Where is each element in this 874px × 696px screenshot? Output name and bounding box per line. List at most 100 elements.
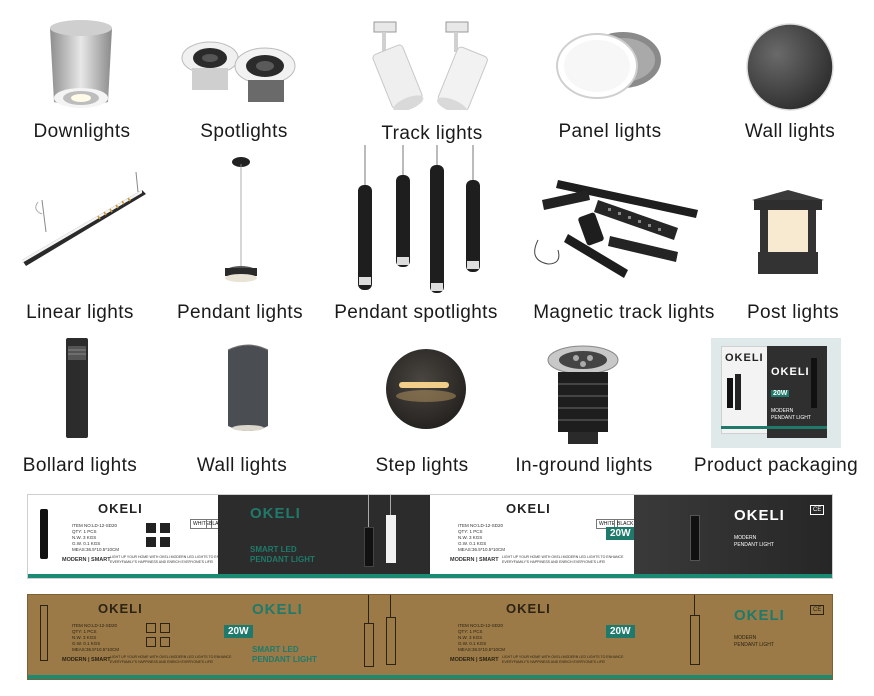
kraft-panel-front-2: OKELI ITEM NO:LD-12-SD20 QTY: 1 PCS N.W.… [430,595,635,679]
product-label: Linear lights [26,302,134,323]
product-label: Spotlights [200,121,288,142]
kraft-brand-side: OKELI [252,601,303,618]
product-label: Bollard lights [22,455,138,476]
pendant-spotlight-icon [358,145,480,293]
kraft-wattage: 20W [224,625,253,638]
kraft-pendant-light: PENDANT LIGHT [252,655,317,664]
kraft-nw-2: N.W. 3 KGS [458,635,483,640]
kraft-meas: MEAS:36.5*10.5*10CM [72,647,120,652]
strip-brand-dark-2: OKELI [734,507,785,524]
kraft-green-line [28,675,832,679]
product-label: Product packaging [693,455,859,476]
packaging-subtitle: PENDANT LIGHT [771,415,811,421]
product-label: Step lights [375,455,469,476]
kraft-qty: QTY: 1 PCS [72,629,97,634]
strip-nw-2: N.W. 3 KGS [458,535,483,540]
box-panel-front-2: OKELI ITEM NO:LD-12-SD20 QTY: 1 PCS N.W.… [430,495,637,578]
strip-item-no-2: ITEM NO:LD-12-SD20 [458,523,504,528]
strip-desc-2: EVERYFAMILY'S HAPPINESS AND ENRICH EVERY… [110,560,214,564]
box-panel-dark: OKELI SMART LED PENDANT LIGHT [218,495,430,578]
kraft-item-no-2: ITEM NO:LD-12-SD20 [458,623,504,628]
kraft-desc-2a: LIGHT UP YOUR HOME WITH OKELI MODERN LED… [502,655,624,659]
product-label: Magnetic track lights [533,302,715,323]
strip-tagline: MODERN | SMART [62,557,111,563]
product-label: In-ground lights [515,455,653,476]
strip-green-line [28,574,832,578]
strip-desc-1: LIGHT UP YOUR HOME WITH OKELI MODERN LED… [110,555,232,559]
strip-smart-led: SMART LED [250,545,297,554]
wall-light-icon [227,344,269,431]
strip-tagline-2: MODERN | SMART [450,557,499,563]
strip-pendant-light: PENDANT LIGHT [250,555,315,564]
kraft-pendant: PENDANT LIGHT [734,642,774,648]
product-label: Downlights [33,121,131,142]
strip-pendant: PENDANT LIGHT [734,542,774,548]
strip-qty-2: QTY: 1 PCS [458,529,483,534]
kraft-tagline-2: MODERN | SMART [450,657,499,663]
packaging-title: MODERN [771,408,794,414]
strip-gw-2: G.W. 0.1 KGS [458,541,487,546]
strip-brand: OKELI [98,501,143,516]
linear-light-icon [22,171,146,266]
kraft-gw-2: G.W. 0.1 KGS [458,641,487,646]
packaging-brand-dark: OKELI [771,366,810,378]
post-light-icon [752,190,824,274]
kraft-tagline: MODERN | SMART [62,657,111,663]
box-strip-white: OKELI ITEM NO:LD-12-SD20 QTY: 1 PCS N.W.… [27,494,833,579]
kraft-brand-2: OKELI [506,601,551,616]
kraft-panel-side-2: OKELI MODERN PENDANT LIGHT CE [634,595,832,679]
track-light-icon [372,21,488,110]
strip-item-no: ITEM NO:LD-12-SD20 [72,523,118,528]
option-white: WHITE [190,519,213,529]
box-panel-side: WHITE BLACK 20W [178,495,251,578]
product-label: Track lights [381,123,483,144]
packaging-brand: OKELI [725,352,764,364]
kraft-brand: OKELI [98,601,143,616]
packaging-icon: OKELI OKELI 20W MODERN PENDANT LIGHT [711,338,841,448]
kraft-panel-front: OKELI ITEM NO:LD-12-SD20 QTY: 1 PCS N.W.… [28,595,253,679]
kraft-desc-2b: EVERYFAMILY'S HAPPINESS AND ENRICH EVERY… [502,660,606,664]
strip-qty: QTY: 1 PCS [72,529,97,534]
strip-cert: CE [810,505,825,515]
pendant-light-icon [225,157,257,282]
strip-meas-2: MEAS:36.5*10.5*10CM [458,547,506,552]
product-label: Wall lights [744,121,836,142]
strip-gw: G.W. 0.1 KGS [72,541,101,546]
strip-wattage-2: 20W [606,527,635,540]
strip-desc-2b: EVERYFAMILY'S HAPPINESS AND ENRICH EVERY… [502,560,606,564]
strip-brand-2: OKELI [506,501,551,516]
box-strip-kraft: OKELI ITEM NO:LD-12-SD20 QTY: 1 PCS N.W.… [27,594,833,680]
kraft-gw: G.W. 0.1 KGS [72,641,101,646]
spotlight-icon [181,41,296,102]
strip-meas: MEAS:36.5*10.5*10CM [72,547,120,552]
kraft-wattage-2: 20W [606,625,635,638]
packaging-wattage: 20W [771,390,790,397]
bollard-light-icon [66,338,88,438]
downlight-icon [50,20,112,108]
kraft-meas-2: MEAS:36.5*10.5*10CM [458,647,506,652]
product-label: Pendant lights [176,302,304,323]
kraft-qty-2: QTY: 1 PCS [458,629,483,634]
kraft-brand-side-2: OKELI [734,607,785,624]
strip-desc-2a: LIGHT UP YOUR HOME WITH OKELI MODERN LED… [502,555,624,559]
panel-light-icon [556,32,661,99]
product-label: Pendant spotlights [334,302,498,323]
product-label: Wall lights [196,455,288,476]
kraft-desc-1: LIGHT UP YOUR HOME WITH OKELI MODERN LED… [110,655,232,659]
strip-modern: MODERN [734,535,757,541]
kraft-panel-side: OKELI SMART LED PENDANT LIGHT [218,595,430,679]
strip-brand-dark: OKELI [250,505,301,522]
strip-nw: N.W. 3 KGS [72,535,97,540]
box-panel-dark-2: OKELI MODERN PENDANT LIGHT CE [634,495,832,578]
kraft-modern: MODERN [734,635,757,641]
kraft-smart-led: SMART LED [252,645,299,654]
box-panel-front: OKELI ITEM NO:LD-12-SD20 QTY: 1 PCS N.W.… [28,495,231,578]
product-label: Panel lights [558,121,662,142]
kraft-item-no: ITEM NO:LD-12-SD20 [72,623,118,628]
step-light-icon [386,349,466,429]
in-ground-light-icon [547,345,619,444]
kraft-cert: CE [810,605,825,615]
wall-light-round-icon [746,23,834,111]
product-label: Post lights [746,302,840,323]
magnetic-track-icon [534,180,698,278]
